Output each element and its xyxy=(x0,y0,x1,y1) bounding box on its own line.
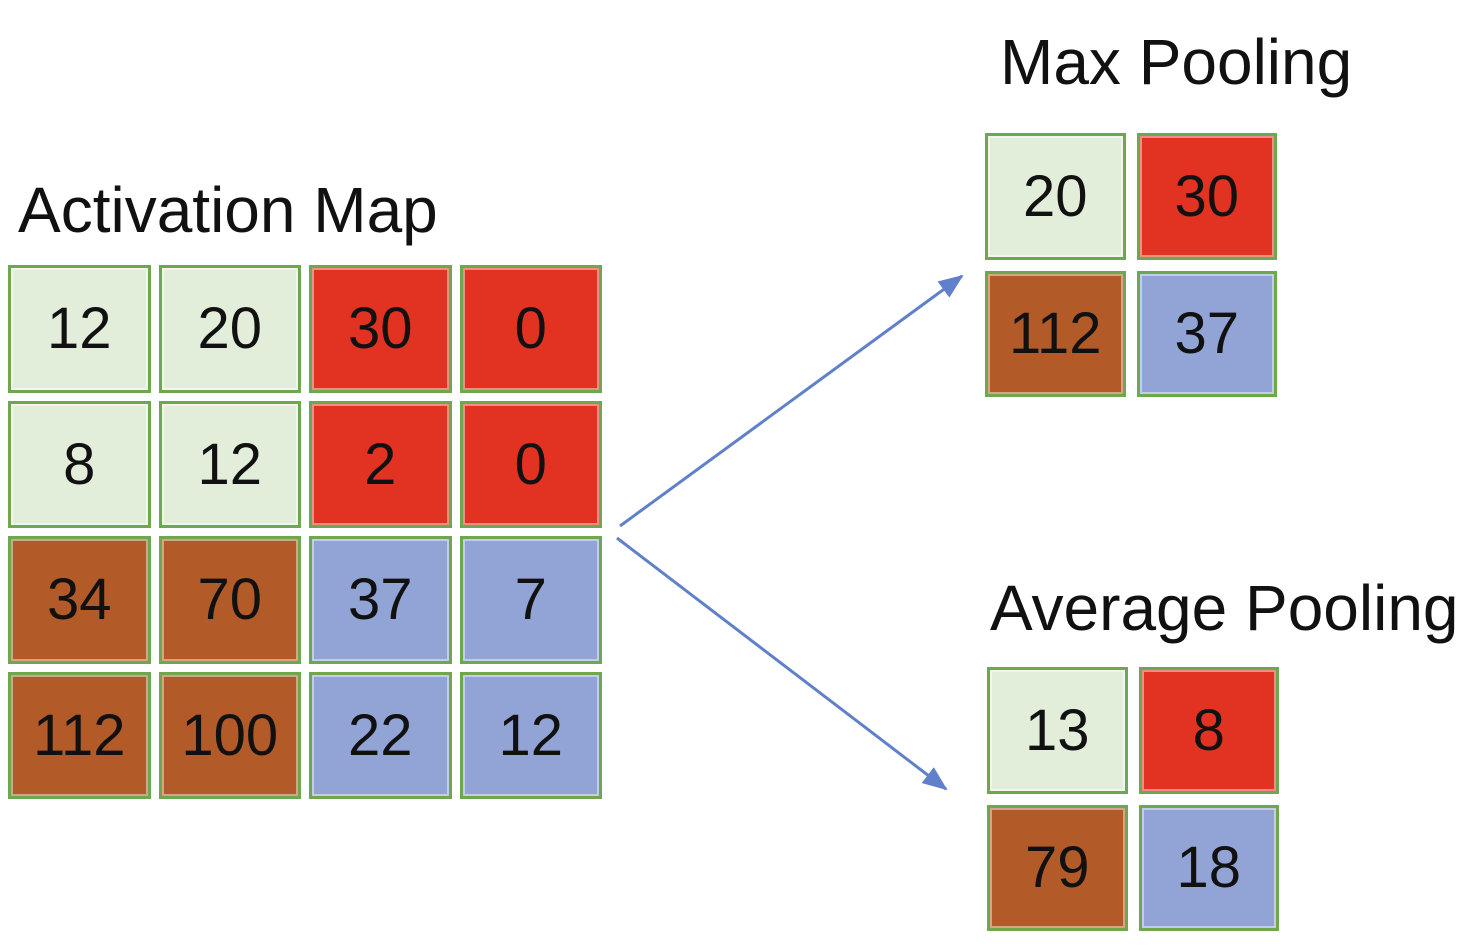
activation-cell-r0c1: 20 xyxy=(158,265,301,393)
average-pooling-cell-r1c0: 79 xyxy=(987,804,1128,931)
activation-cell-r0c0: 12 xyxy=(8,265,151,393)
arrow-to-max-pooling xyxy=(619,274,964,528)
activation-cell-r2c2: 37 xyxy=(309,536,452,664)
average-pooling-grid: 13 8 79 18 xyxy=(987,667,1279,931)
activation-cell-r1c1: 12 xyxy=(158,400,301,528)
max-pooling-grid: 20 30 112 37 xyxy=(985,133,1277,397)
activation-cell-r0c3: 0 xyxy=(459,265,602,393)
activation-cell-r1c3: 0 xyxy=(459,400,602,528)
activation-cell-r1c2: 2 xyxy=(309,400,452,528)
activation-cell-r0c2: 30 xyxy=(309,265,452,393)
max-pooling-cell-r0c0: 20 xyxy=(985,133,1126,260)
average-pooling-cell-r0c1: 8 xyxy=(1138,667,1279,794)
activation-cell-r2c3: 7 xyxy=(459,536,602,664)
max-pooling-cell-r0c1: 30 xyxy=(1136,133,1277,260)
average-pooling-title: Average Pooling xyxy=(990,572,1459,644)
activation-cell-r3c0: 112 xyxy=(8,671,151,799)
activation-cell-r3c3: 12 xyxy=(459,671,602,799)
activation-map-title: Activation Map xyxy=(18,174,438,246)
activation-map-grid: 12 20 30 0 8 12 2 0 34 70 37 7 112 100 2… xyxy=(8,265,602,799)
activation-cell-r3c1: 100 xyxy=(158,671,301,799)
max-pooling-cell-r1c0: 112 xyxy=(985,270,1126,397)
max-pooling-cell-r1c1: 37 xyxy=(1136,270,1277,397)
average-pooling-cell-r0c0: 13 xyxy=(987,667,1128,794)
activation-cell-r2c1: 70 xyxy=(158,536,301,664)
arrow-to-average-pooling xyxy=(616,536,948,791)
activation-cell-r1c0: 8 xyxy=(8,400,151,528)
activation-cell-r3c2: 22 xyxy=(309,671,452,799)
max-pooling-title: Max Pooling xyxy=(1000,26,1353,98)
activation-cell-r2c0: 34 xyxy=(8,536,151,664)
average-pooling-cell-r1c1: 18 xyxy=(1138,804,1279,931)
